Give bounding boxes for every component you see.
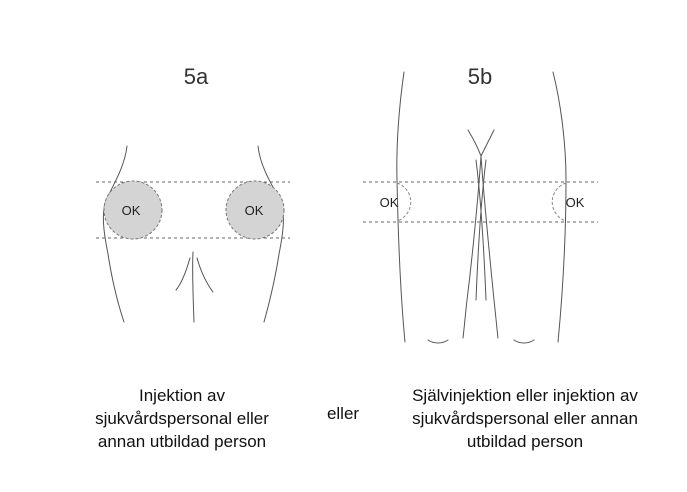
panel-5b-body-outline xyxy=(396,71,567,344)
panel-5a-site-right-marker xyxy=(225,180,285,240)
panel-5a: 5a OK OK xyxy=(96,64,290,323)
panel-5b-caption: Självinjektion eller injektion av sjukvå… xyxy=(412,386,638,451)
panel-5b-site-left: OK xyxy=(380,182,412,222)
panel-5a-site-left-marker xyxy=(103,180,163,240)
panel-5a-site-left-label: OK xyxy=(122,203,141,218)
panel-5b-site-right-label: OK xyxy=(566,195,585,210)
panel-5b-label: 5b xyxy=(468,64,492,89)
panel-5a-label: 5a xyxy=(184,64,209,89)
panel-5b-site-left-label: OK xyxy=(380,195,399,210)
panel-5b-site-left-marker xyxy=(396,182,412,222)
panel-5a-site-left: OK xyxy=(103,180,163,240)
panel-5a-body-outline xyxy=(102,145,284,323)
panel-5b-site-right: OK xyxy=(551,182,585,222)
panel-5a-site-right: OK xyxy=(225,180,285,240)
panel-5b: 5b OK xyxy=(363,64,598,344)
connector-text: eller xyxy=(326,404,360,423)
panel-5a-caption: Injektion av sjukvårdspersonal eller ann… xyxy=(95,386,269,451)
panel-5a-site-right-label: OK xyxy=(245,203,264,218)
panel-5b-site-right-marker xyxy=(551,182,567,222)
